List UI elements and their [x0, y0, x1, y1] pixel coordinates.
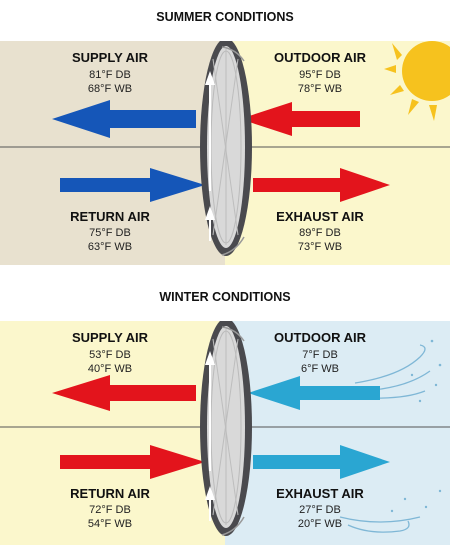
winter-supply-wb: 40°F WB	[87, 363, 133, 375]
winter-outdoor-wb: 6°F WB	[300, 363, 339, 375]
exhaust-air-arrow	[253, 445, 390, 479]
exhaust-air-arrow	[253, 168, 390, 202]
winter-diagram	[0, 321, 450, 545]
summer-supply-label: SUPPLY AIR	[71, 50, 149, 65]
summer-return-wb: 63°F WB	[87, 241, 133, 253]
winter-supply-db: 53°F DB	[89, 349, 131, 361]
summer-exhaust-wb: 73°F WB	[297, 241, 343, 253]
supply-air-arrow	[52, 100, 196, 138]
winter-exhaust-label: EXHAUST AIR	[276, 486, 364, 501]
summer-title: SUMMER CONDITIONS	[156, 10, 294, 24]
summer-outdoor-label: OUTDOOR AIR	[274, 50, 366, 65]
summer-return-label: RETURN AIR	[70, 209, 150, 224]
winter-title: WINTER CONDITIONS	[159, 290, 291, 304]
winter-exhaust-wb: 20°F WB	[297, 518, 343, 530]
winter-return-label: RETURN AIR	[70, 486, 150, 501]
return-air-arrow	[60, 445, 205, 479]
winter-outdoor-background	[225, 321, 450, 545]
summer-supply-wb: 68°F WB	[87, 83, 133, 95]
summer-exhaust-db: 89°F DB	[299, 227, 341, 239]
summer-panel: SUPPLY AIR 81°F DB 68°F WB OUTDOOR AIR 9…	[0, 41, 450, 265]
outdoor-air-arrow	[240, 102, 360, 136]
snow-dots	[390, 339, 442, 513]
summer-supply-db: 81°F DB	[89, 69, 131, 81]
summer-outdoor-wb: 78°F WB	[297, 83, 343, 95]
outdoor-air-arrow	[248, 376, 380, 410]
supply-air-arrow	[52, 375, 196, 411]
winter-indoor-background	[0, 321, 225, 545]
winter-return-db: 72°F DB	[89, 504, 131, 516]
winter-supply-label: SUPPLY AIR	[71, 330, 149, 345]
summer-outdoor-db: 95°F DB	[299, 69, 341, 81]
energy-recovery-wheel-icon	[200, 41, 252, 256]
winter-panel: SUPPLY AIR 53°F DB 40°F WB OUTDOOR AIR 7…	[0, 321, 450, 545]
winter-outdoor-db: 7°F DB	[302, 349, 338, 361]
summer-indoor-background	[0, 41, 225, 265]
return-air-arrow	[60, 168, 205, 202]
winter-return-wb: 54°F WB	[87, 518, 133, 530]
summer-diagram	[0, 41, 450, 265]
energy-recovery-wheel-icon	[200, 321, 252, 536]
winter-outdoor-label: OUTDOOR AIR	[274, 330, 366, 345]
winter-exhaust-db: 27°F DB	[299, 504, 341, 516]
sun-icon	[384, 41, 450, 121]
summer-exhaust-label: EXHAUST AIR	[276, 209, 364, 224]
summer-return-db: 75°F DB	[89, 227, 131, 239]
